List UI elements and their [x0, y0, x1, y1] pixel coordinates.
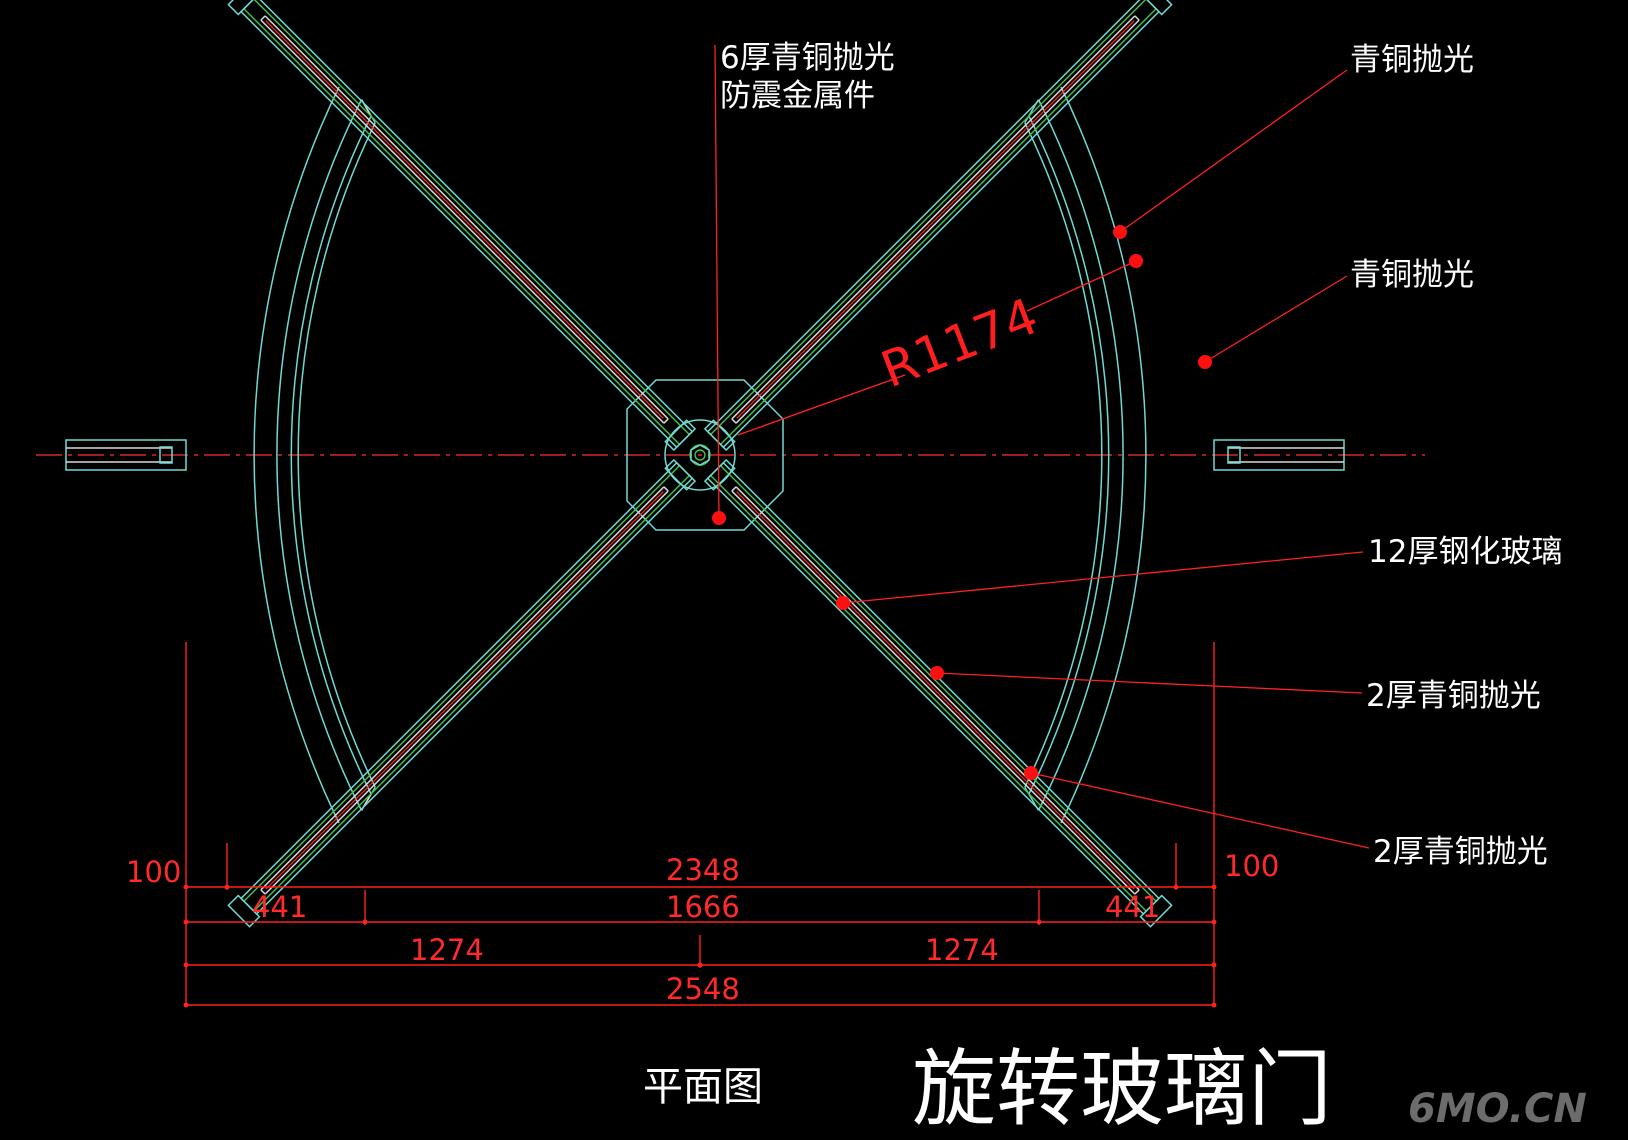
leader-dot	[1198, 355, 1212, 369]
leader-dot	[712, 511, 726, 525]
door-wing-nw	[227, 0, 696, 451]
door-wing-sw	[227, 459, 696, 928]
leader-dots	[712, 225, 1212, 780]
dimension-lines	[185, 642, 1215, 1006]
drum-right	[1024, 86, 1147, 824]
side-wall-right	[1213, 439, 1345, 471]
leader-dot	[930, 666, 944, 680]
label-glass: 12厚钢化玻璃	[1368, 534, 1562, 570]
label-bronze-inner: 青铜抛光	[1350, 257, 1474, 293]
subtitle-plan-view: 平面图	[643, 1064, 763, 1110]
side-wall-left	[65, 439, 187, 471]
door-wing-se	[704, 459, 1173, 928]
dim-441-right: 441	[1105, 890, 1160, 924]
leader-dot	[1129, 254, 1143, 268]
radius-label: R1174	[874, 287, 1046, 399]
label-fitting-line1: 6厚青铜抛光	[720, 40, 895, 76]
leader-dot	[1113, 225, 1127, 239]
dim-2348: 2348	[666, 853, 740, 887]
dim-100-left: 100	[126, 855, 181, 889]
dim-2548: 2548	[666, 972, 740, 1006]
label-bronze-outer: 青铜抛光	[1350, 42, 1474, 78]
label-fitting-line2: 防震金属件	[720, 78, 875, 114]
dim-1274-left: 1274	[410, 933, 484, 967]
dim-1666: 1666	[666, 890, 740, 924]
leader-dot	[836, 596, 850, 610]
dimension-ticks	[183, 884, 1217, 1008]
drawing-title: 旋转玻璃门	[912, 1040, 1332, 1138]
drum-left	[253, 86, 376, 824]
dim-100-right: 100	[1224, 849, 1279, 883]
leader-dot	[1024, 766, 1038, 780]
dim-441-left: 441	[252, 890, 307, 924]
leader-lines	[714, 44, 1370, 849]
dim-1274-right: 1274	[925, 933, 999, 967]
watermark: 6MO.CN	[1408, 1086, 1587, 1132]
label-bronze-2mm-a: 2厚青铜抛光	[1366, 678, 1541, 714]
label-bronze-2mm-b: 2厚青铜抛光	[1373, 834, 1548, 870]
